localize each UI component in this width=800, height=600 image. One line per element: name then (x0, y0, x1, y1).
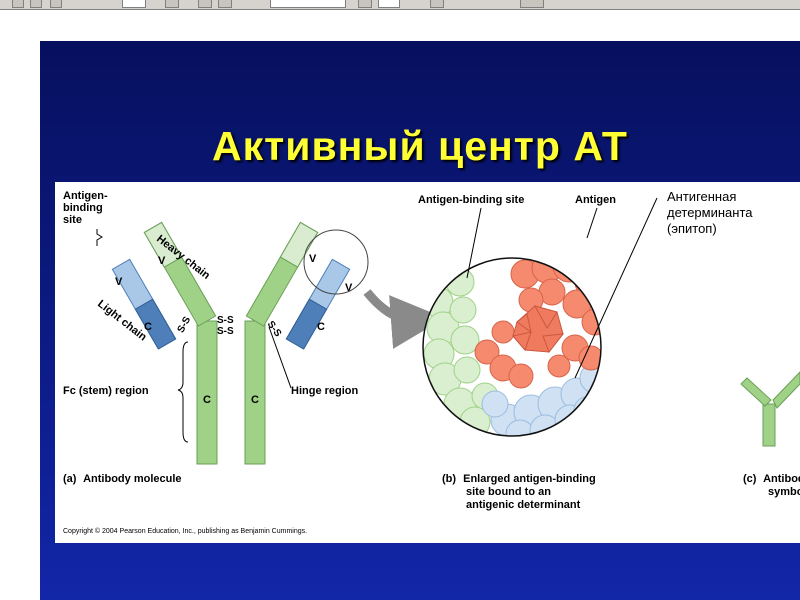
antigen-binding-site-label: Antigen- (63, 190, 108, 202)
antigenic-determinant-label: Антигенная (667, 189, 736, 204)
toolbar-button[interactable] (122, 0, 146, 8)
caption-letter-b: (b) (442, 473, 456, 485)
antigenic-determinant-label: детерминанта (667, 205, 753, 220)
determinant-pointer (574, 197, 658, 379)
heavy-chain-stem-left (196, 320, 218, 465)
closeup-circle-border (422, 257, 602, 437)
disulfide-bond-label: S-S (217, 326, 234, 337)
heavy-chain-arm-right (245, 221, 319, 327)
toolbar-button[interactable] (50, 0, 62, 8)
epitope-core (512, 305, 565, 354)
toolbar-button[interactable] (30, 0, 42, 8)
domain-c-label: C (203, 394, 211, 406)
toolbar-button[interactable] (12, 0, 24, 8)
toolbar-button[interactable] (165, 0, 179, 8)
antibody-diagram: V C C V V V C C S-S S-S S-S S-S Heavy ch… (63, 189, 800, 535)
antigen-pointer (586, 207, 598, 239)
antigenic-determinant-label: (эпитоп) (667, 221, 717, 236)
caption-enlarged-line1: Enlarged antigen-binding (463, 473, 596, 485)
antibody-symbol (740, 371, 800, 447)
toolbar-button[interactable] (378, 0, 400, 8)
antibody-molecule: V C C V V V C C S-S S-S S-S S-S Heavy ch… (63, 190, 369, 465)
zoom-arrow (363, 289, 445, 349)
fc-region-label: Fc (stem) region (63, 385, 149, 397)
domain-c-label: C (144, 321, 152, 333)
toolbar-button[interactable] (270, 0, 346, 8)
slide-title: Активный центр АТ (212, 123, 628, 169)
svg-text:(c) Antibod: (c) Antibod (743, 473, 800, 485)
binding-site-bracket (96, 229, 103, 246)
caption-enlarged-line3: antigenic determinant (466, 499, 581, 511)
heavy-chain-stem-right (244, 320, 266, 465)
light-chain-right (285, 258, 351, 350)
domain-v-label: V (115, 276, 123, 288)
caption-enlarged-line2: site bound to an (466, 486, 551, 498)
zoom-circle (303, 229, 369, 295)
light-heavy-disulfide-label: S-S (265, 319, 284, 339)
domain-v-label: V (345, 282, 353, 294)
disulfide-bond-label: S-S (217, 315, 234, 326)
domain-v-label: V (309, 253, 317, 265)
hinge-region-label: Hinge region (291, 385, 359, 397)
antibody-figure: V C C V V V C C S-S S-S S-S S-S Heavy ch… (55, 182, 800, 543)
heavy-chain-arm-left (143, 221, 217, 327)
toolbar-button[interactable] (430, 0, 444, 8)
light-chain-left (111, 258, 177, 350)
binding-site-pointer (466, 207, 482, 279)
caption-letter-c: (c) (743, 473, 757, 485)
antigen-label: Antigen (575, 194, 616, 206)
antigen-binding-site-label: Antigen-binding site (418, 194, 524, 206)
antigen-binding-site-label: site (63, 214, 82, 226)
domain-c-label: C (317, 321, 325, 333)
caption-antibody-symbol-line1: Antibod (763, 473, 800, 485)
viewer-toolbar (0, 0, 800, 10)
toolbar-button[interactable] (218, 0, 232, 8)
hinge-region-pointer (268, 326, 292, 389)
caption-letter-a: (a) (63, 473, 77, 485)
light-heavy-disulfide-label: S-S (176, 315, 194, 335)
copyright-notice: Copyright © 2004 Pearson Education, Inc.… (63, 527, 307, 535)
slide: Активный центр АТ (40, 41, 800, 600)
antigen-binding-site-label: binding (63, 202, 103, 214)
domain-c-label: C (251, 394, 259, 406)
caption-antibody-symbol-line2: symbol (768, 486, 800, 498)
svg-text:(a) Antibody molecule: (a) Antibody molecule (63, 473, 182, 485)
antigen-binding-closeup (423, 258, 601, 436)
toolbar-button[interactable] (358, 0, 372, 8)
svg-text:(b) Enlarged antigen-b: (b) Enlarged antigen-binding (442, 473, 596, 485)
toolbar-button[interactable] (198, 0, 212, 8)
fc-region-brace (177, 341, 189, 443)
caption-antibody-molecule: Antibody molecule (83, 473, 181, 485)
domain-v-label: V (158, 255, 166, 267)
toolbar-button[interactable] (520, 0, 544, 8)
